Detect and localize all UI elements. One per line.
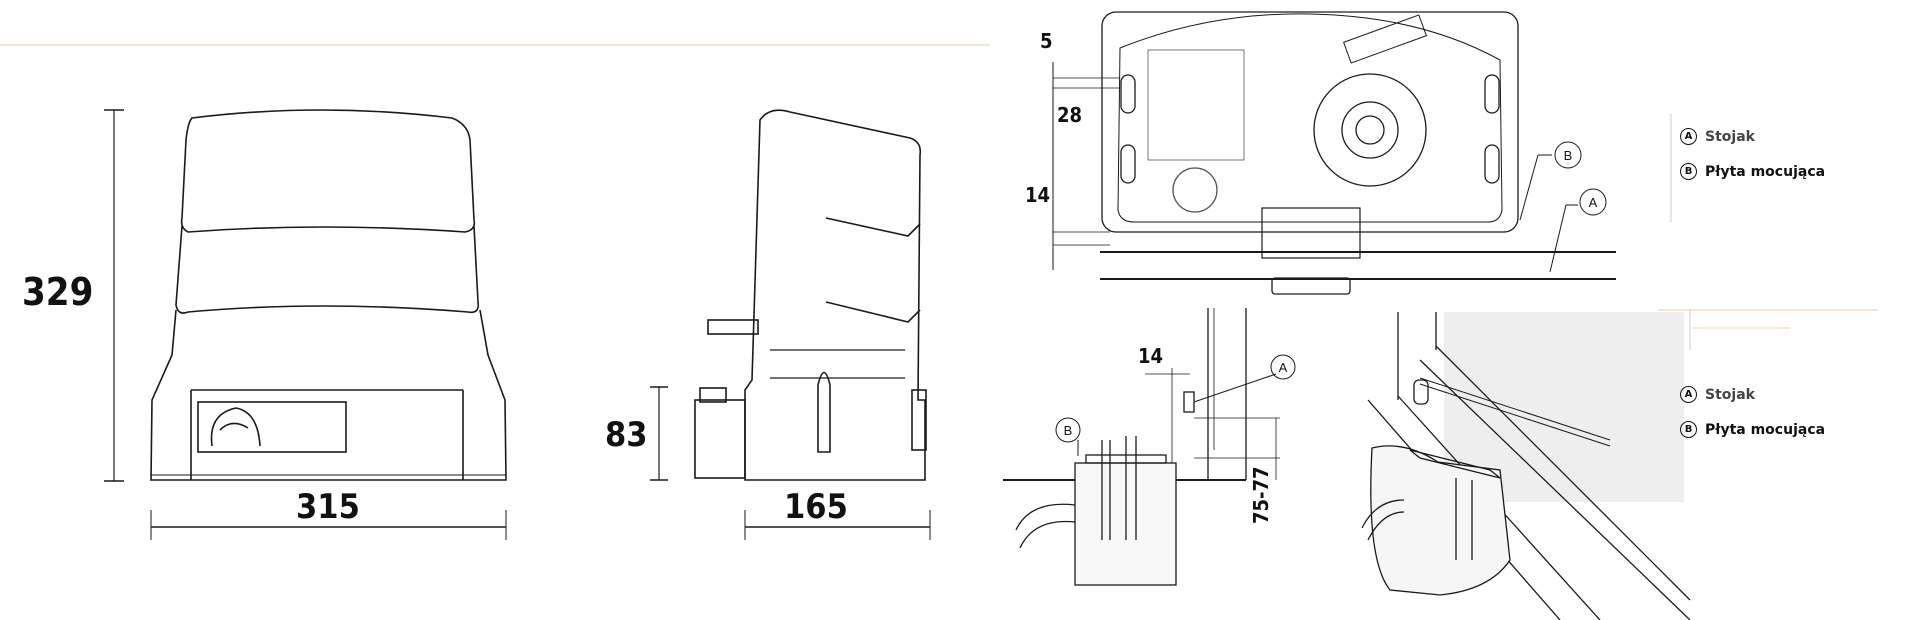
top-view (1052, 11, 1616, 295)
legend-label-plyta: Płyta mocująca (1705, 421, 1826, 438)
callout-b: B (1564, 148, 1573, 163)
dim-bottom-label: 14 (1025, 183, 1050, 207)
side-view (650, 109, 931, 540)
foundation-section (1003, 308, 1296, 586)
marker-a-icon: A (1680, 386, 1697, 403)
legend-label-stojak: Stojak (1705, 128, 1755, 145)
foundation-offset-label: 14 (1138, 344, 1163, 368)
marker-a-icon: A (1680, 128, 1697, 145)
height-dimension-label: 329 (22, 270, 93, 314)
dim-top-label: 5 (1040, 29, 1053, 53)
callout-a: A (1589, 195, 1598, 210)
dim-slot-label: 28 (1057, 103, 1082, 127)
marker-b-icon: B (1680, 421, 1697, 438)
legend-label-plyta: Płyta mocująca (1705, 163, 1826, 180)
legend-item-a: A Stojak (1680, 128, 1825, 145)
legend-item-b: B Płyta mocująca (1680, 421, 1825, 438)
foundation-callout-a: A (1279, 360, 1288, 375)
legend-item-b: B Płyta mocująca (1680, 163, 1825, 180)
width-dimension-label: 315 (296, 487, 360, 527)
base-height-label: 83 (605, 415, 648, 455)
marker-b-icon: B (1680, 163, 1697, 180)
installation-perspective (1361, 312, 1691, 620)
foundation-callout-b: B (1064, 423, 1073, 438)
foundation-height-label: 75-77 (1249, 466, 1273, 524)
legend-item-a: A Stojak (1680, 386, 1825, 403)
legend-label-stojak: Stojak (1705, 386, 1755, 403)
depth-label: 165 (784, 487, 848, 527)
legend-top: A Stojak B Płyta mocująca (1680, 128, 1825, 180)
front-view (104, 109, 507, 540)
legend-bottom: A Stojak B Płyta mocująca (1680, 386, 1825, 438)
